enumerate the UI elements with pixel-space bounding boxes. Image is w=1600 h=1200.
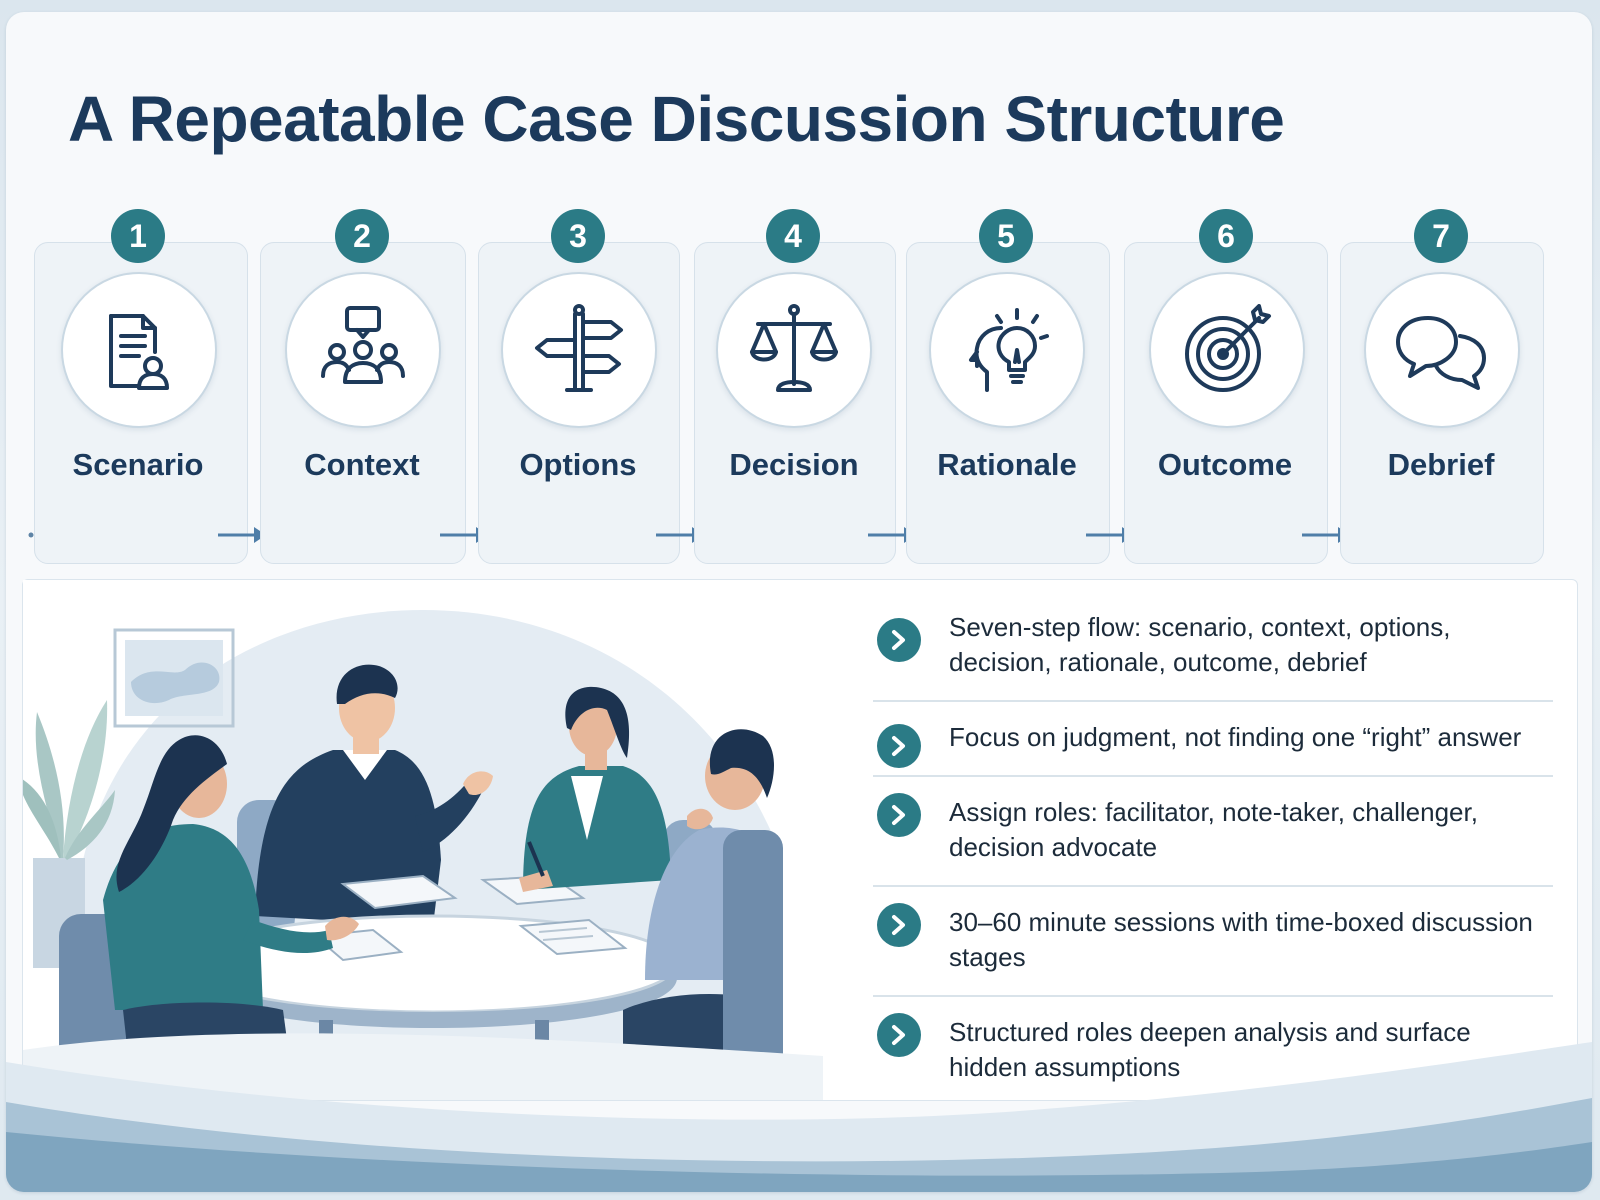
chevron-right-icon [877,1013,921,1057]
document-person-icon [109,314,169,390]
slide-card: A Repeatable Case Discussion Structure 1… [6,12,1592,1192]
lightbulb-head-icon [969,308,1049,392]
list-item-text: Structured roles deepen analysis and sur… [949,1017,1471,1082]
page-title: A Repeatable Case Discussion Structure [68,83,1285,155]
step-number-7: 7 [1414,209,1468,263]
step-icon-circle-3 [501,272,657,428]
list-item: Structured roles deepen analysis and sur… [873,997,1553,1095]
step-icon-circle-7 [1364,272,1520,428]
step-icon-circle-6 [1149,272,1305,428]
list-item-text: Focus on judgment, not finding one “righ… [949,722,1522,752]
step-label-context: Context [304,447,420,482]
scales-icon [750,304,838,392]
content-panel: Seven-step flow: scenario, context, opti… [22,579,1578,1101]
step-label-scenario: Scenario [72,447,204,482]
target-icon [1185,304,1271,392]
chevron-right-icon [877,903,921,947]
step-number-4: 4 [766,209,820,263]
list-item-text: Assign roles: facilitator, note-taker, c… [949,797,1478,862]
step-number-2: 2 [335,209,389,263]
step-number-6: 6 [1199,209,1253,263]
key-points-list: Seven-step flow: scenario, context, opti… [873,610,1553,1095]
step-label-decision: Decision [729,447,859,482]
list-item: 30–60 minute sessions with time-boxed di… [873,887,1553,997]
step-icon-circle-5 [929,272,1085,428]
list-item-text: 30–60 minute sessions with time-boxed di… [949,907,1533,972]
list-item-text: Seven-step flow: scenario, context, opti… [949,612,1451,677]
step-icon-circle-4 [716,272,872,428]
step-label-options: Options [519,447,637,482]
step-label-rationale: Rationale [937,447,1077,482]
chevron-right-icon [877,618,921,662]
step-icon-circle-1 [61,272,217,428]
chevron-right-icon [877,724,921,768]
list-item: Focus on judgment, not finding one “righ… [873,702,1553,777]
list-item: Assign roles: facilitator, note-taker, c… [873,777,1553,887]
step-number-1: 1 [111,209,165,263]
team-meeting-illustration [23,580,823,1100]
step-label-debrief: Debrief [1387,447,1495,482]
step-number-5: 5 [979,209,1033,263]
chevron-right-icon [877,793,921,837]
decorative-wave [6,1042,1592,1192]
step-label-outcome: Outcome [1157,447,1293,482]
process-flow: 1 Scenario 2 Context [6,202,1592,572]
step-number-3: 3 [551,209,605,263]
group-discussion-icon [321,306,405,384]
signpost-icon [535,304,623,392]
speech-bubbles-icon [1396,316,1486,390]
list-item: Seven-step flow: scenario, context, opti… [873,610,1553,702]
step-icon-circle-2 [285,272,441,428]
